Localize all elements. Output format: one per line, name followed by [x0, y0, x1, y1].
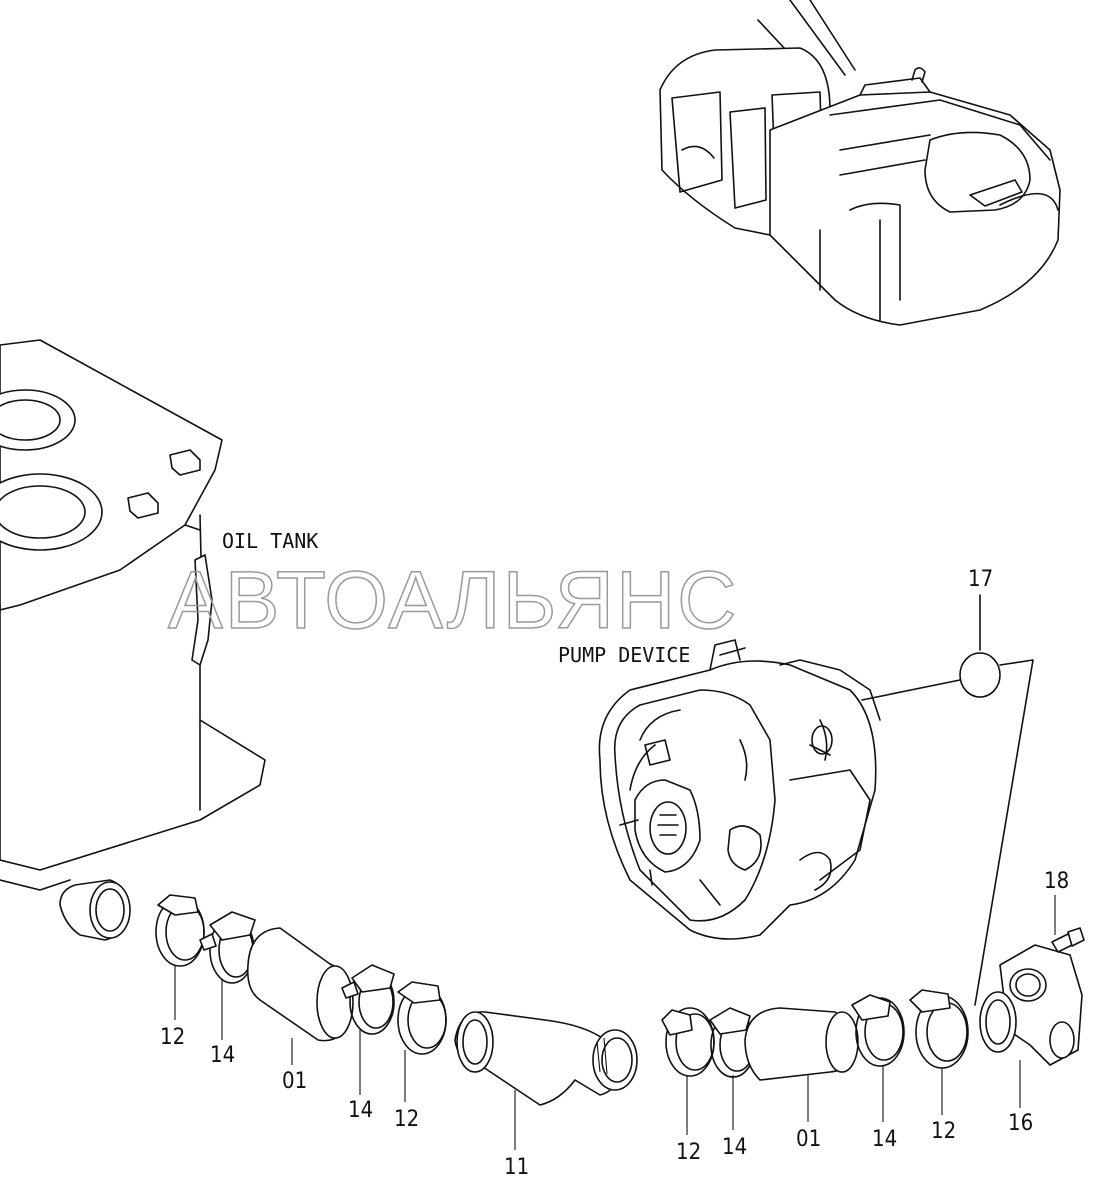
pump-device: [598, 639, 881, 940]
oil-tank-label: OIL TANK: [222, 529, 318, 553]
oil-tank: [0, 339, 266, 941]
clamp-12a: [155, 894, 205, 967]
elbow-flange-16: [979, 944, 1083, 1066]
callout-14: 14: [348, 1098, 373, 1123]
hose-assembly: [155, 894, 1085, 1106]
clamp-14b: [341, 964, 395, 1035]
pump-device-label: PUMP DEVICE: [558, 643, 690, 667]
callout-01: 01: [796, 1127, 821, 1152]
callout-18: 18: [1044, 869, 1069, 894]
callout-12: 12: [931, 1119, 956, 1144]
callout-12: 12: [160, 1025, 185, 1050]
excavator-overview: [659, 0, 1061, 326]
elbow-hose-11: [454, 1011, 638, 1106]
callout-14: 14: [722, 1135, 747, 1160]
callout-12: 12: [394, 1107, 419, 1132]
callout-14: 14: [872, 1127, 897, 1152]
hose-01b: [744, 1007, 859, 1081]
callout-01: 01: [282, 1069, 307, 1094]
clamp-14d: [851, 994, 905, 1067]
o-ring-17: [959, 652, 1001, 698]
callout-16: 16: [1008, 1111, 1033, 1136]
callout-11: 11: [504, 1155, 529, 1180]
clamp-12c: [661, 1007, 715, 1077]
clamp-12b: [397, 981, 447, 1055]
bolt-18: [1051, 927, 1085, 953]
leader-lines: [174, 895, 1056, 1150]
callout-14: 14: [210, 1043, 235, 1068]
callout-12: 12: [676, 1140, 701, 1165]
clamp-14a: [199, 911, 256, 984]
hose-01a: [246, 927, 354, 1042]
clamp-12d: [909, 989, 969, 1069]
watermark: АВТОАЛЬЯНС: [168, 555, 738, 646]
callout-17: 17: [968, 567, 993, 592]
